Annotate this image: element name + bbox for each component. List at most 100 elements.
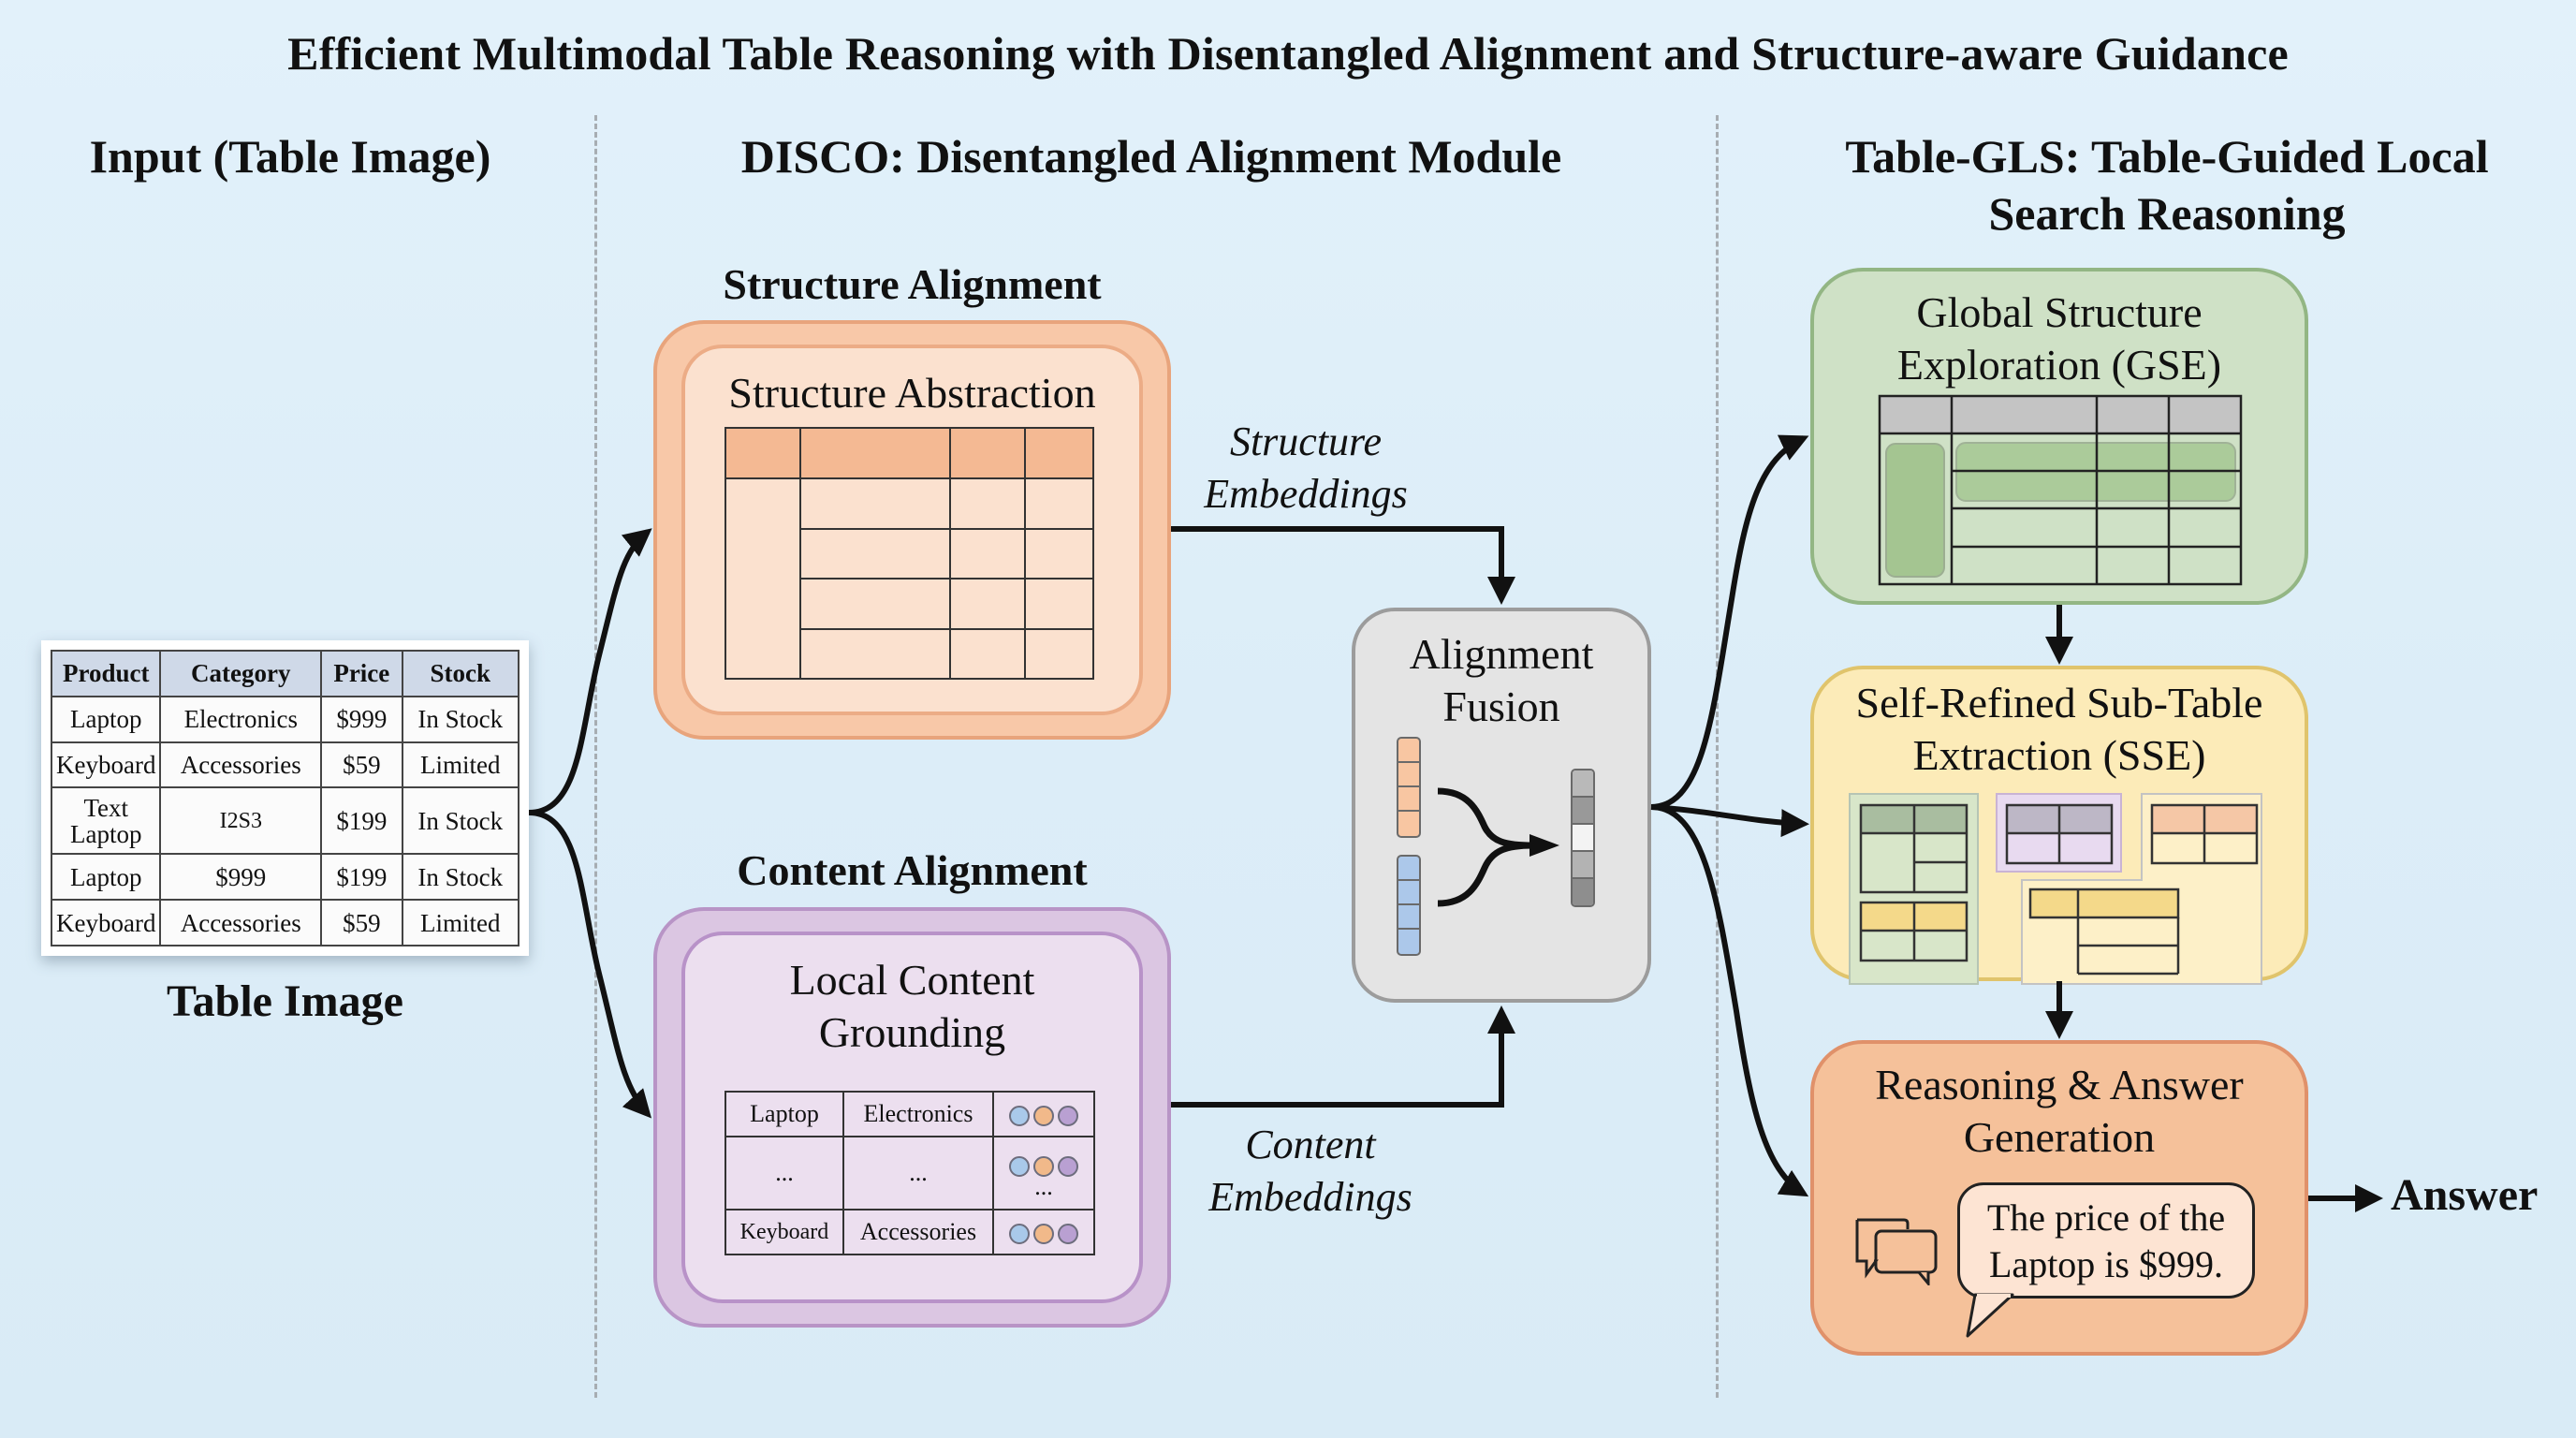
- embedding-dot: [1009, 1105, 1030, 1126]
- section-divider-right: [1716, 115, 1719, 1398]
- input-table-cell: In Stock: [401, 853, 520, 902]
- embedding-dots-cell: ...: [992, 1135, 1095, 1211]
- content-grounding-row: Laptop Electronics: [724, 1091, 1095, 1137]
- embedding-dot: [1058, 1156, 1078, 1178]
- input-table-cell: $999: [159, 853, 323, 902]
- input-table-cell: $999: [320, 695, 403, 743]
- local-content-grounding-box: Local Content Grounding Laptop Electroni…: [681, 932, 1143, 1303]
- input-table-cell: Laptop: [50, 853, 162, 902]
- sse-box: Self-Refined Sub-Table Extraction (SSE): [1810, 666, 2308, 985]
- input-table-cell: Limited: [401, 741, 520, 789]
- structure-abstraction-title: Structure Abstraction: [728, 369, 1096, 417]
- answer-speech-bubble: The price of the Laptop is $999.: [1957, 1182, 2255, 1299]
- embedding-ellipsis: ...: [1034, 1172, 1053, 1200]
- input-table-cell: In Stock: [401, 786, 520, 856]
- sse-title-line1: Self-Refined Sub-Table: [1855, 679, 2263, 726]
- fused-embedding-vector: [1571, 769, 1595, 907]
- answer-bubble-line2: Laptop is $999.: [1989, 1243, 2223, 1285]
- structure-embeddings-label-line1: Structure: [1229, 418, 1383, 464]
- input-table-cell: Accessories: [159, 741, 323, 789]
- arrow-fusion-to-gse: [1650, 434, 1809, 810]
- input-table-cell: $59: [320, 741, 403, 789]
- input-table-row: Keyboard Accessories $59 Limited: [50, 899, 520, 946]
- structure-alignment-box: Structure Abstraction: [653, 320, 1171, 740]
- input-table-row: Laptop $999 $199 In Stock: [50, 853, 520, 902]
- embedding-dot: [1033, 1156, 1054, 1178]
- speech-bubble-tail: [1966, 1293, 2014, 1338]
- input-table-header-row: Product Category Price Stock: [50, 650, 520, 697]
- embedding-dot: [1009, 1156, 1030, 1178]
- answer-bubble-line1: The price of the: [1986, 1196, 2226, 1239]
- alignment-fusion-box: Alignment Fusion: [1352, 608, 1651, 1003]
- reasoning-box: Reasoning & Answer Generation The price …: [1810, 1040, 2308, 1356]
- content-alignment-box: Local Content Grounding Laptop Electroni…: [653, 907, 1171, 1328]
- gse-table-grid-icon: [1878, 394, 2243, 586]
- content-embedding-vector: [1397, 855, 1421, 956]
- input-table-header: Price: [320, 650, 403, 697]
- input-table-cell: Limited: [401, 899, 520, 946]
- input-table-cell: $59: [320, 899, 403, 946]
- structure-embeddings-label-line2: Embeddings: [1204, 471, 1408, 517]
- structure-alignment-label: Structure Alignment: [723, 260, 1102, 308]
- embedding-dots-cell: [992, 1209, 1095, 1255]
- content-cell: ...: [842, 1135, 994, 1211]
- chat-bubbles-icon: [1855, 1218, 1938, 1285]
- section-header-table-gls-line2: Search Reasoning: [1988, 187, 2346, 240]
- content-embeddings-label-line1: Content: [1245, 1122, 1376, 1167]
- section-header-input: Input (Table Image): [89, 130, 491, 183]
- input-table-header: Stock: [401, 650, 520, 697]
- sse-title-line2: Extraction (SSE): [1912, 731, 2206, 779]
- input-table-row: Keyboard Accessories $59 Limited: [50, 741, 520, 789]
- content-cell: Electronics: [842, 1091, 994, 1137]
- section-header-disco: DISCO: Disentangled Alignment Module: [740, 130, 1562, 183]
- input-table-cell: I2S3: [159, 786, 323, 856]
- embedding-dot: [1009, 1224, 1030, 1245]
- input-table-image: Product Category Price Stock Laptop Elec…: [41, 640, 529, 956]
- embedding-dot: [1058, 1224, 1078, 1245]
- reasoning-title-line1: Reasoning & Answer: [1875, 1061, 2244, 1108]
- arrow-fusion-to-sse: [1650, 804, 1809, 838]
- content-embeddings-label-line2: Embeddings: [1208, 1174, 1412, 1220]
- input-table: Product Category Price Stock Laptop Elec…: [50, 650, 520, 946]
- embedding-dot: [1033, 1224, 1054, 1245]
- input-table-cell: Electronics: [159, 695, 323, 743]
- structure-grid-icon: [724, 427, 1094, 680]
- section-divider-left: [594, 115, 597, 1398]
- embedding-dot: [1033, 1105, 1054, 1126]
- content-grounding-row: ... ... ...: [724, 1135, 1095, 1211]
- arrow-content-to-fusion: [1171, 1005, 1515, 1108]
- gse-title-line2: Exploration (GSE): [1896, 341, 2222, 389]
- input-table-header: Product: [50, 650, 162, 697]
- input-table-cell: $199: [320, 786, 403, 856]
- input-table-cell: Keyboard: [50, 899, 162, 946]
- input-table-cell: $199: [320, 853, 403, 902]
- embedding-dots-cell: [992, 1091, 1095, 1137]
- content-cell: Accessories: [842, 1209, 994, 1255]
- structure-embedding-vector: [1397, 737, 1421, 838]
- alignment-fusion-title-line2: Fusion: [1442, 682, 1560, 730]
- sub-tables-icon: [1849, 793, 2262, 985]
- arrow-structure-to-fusion: [1171, 526, 1515, 605]
- fusion-merge-arrow-icon: [1437, 787, 1559, 907]
- reasoning-title-line2: Generation: [1963, 1113, 2156, 1161]
- arrow-input-to-content: [528, 810, 652, 1119]
- input-table-cell: Laptop: [50, 695, 162, 743]
- gse-box: Global Structure Exploration (GSE): [1810, 268, 2308, 605]
- content-grounding-row: Keyboard Accessories: [724, 1209, 1095, 1255]
- figure-title: Efficient Multimodal Table Reasoning wit…: [287, 27, 2289, 80]
- input-table-cell: Accessories: [159, 899, 323, 946]
- arrow-input-to-structure: [528, 528, 652, 815]
- input-table-cell: Keyboard: [50, 741, 162, 789]
- input-table-cell: In Stock: [401, 695, 520, 743]
- answer-output-label: Answer: [2391, 1170, 2539, 1220]
- content-cell: Keyboard: [724, 1209, 844, 1255]
- input-table-row: Laptop Electronics $999 In Stock: [50, 695, 520, 743]
- gse-title-line1: Global Structure: [1916, 288, 2203, 336]
- input-caption: Table Image: [167, 976, 403, 1026]
- arrow-fusion-to-reasoning: [1650, 804, 1809, 1197]
- content-alignment-label: Content Alignment: [737, 846, 1088, 894]
- input-table-header: Category: [159, 650, 323, 697]
- embedding-dot: [1058, 1105, 1078, 1126]
